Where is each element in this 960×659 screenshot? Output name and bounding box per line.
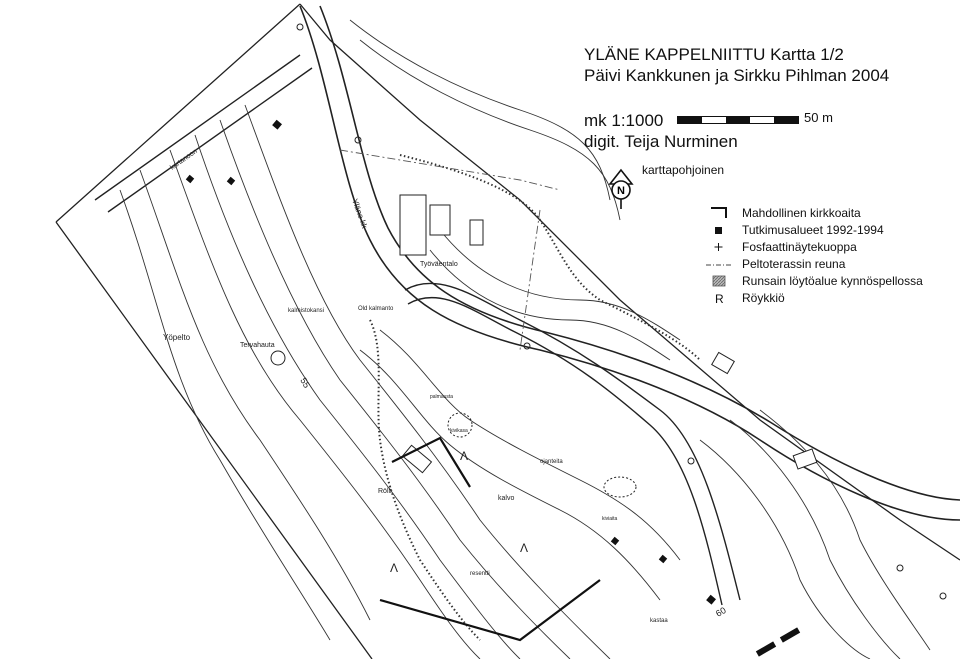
church-wall (391, 436, 471, 488)
label-roykkio: Rölli (378, 488, 392, 495)
label-ojanteita: ojanteita (540, 459, 563, 465)
label-r-2: Λ (520, 541, 528, 555)
svg-text:R: R (715, 292, 724, 305)
map-title: YLÄNE KAPPELNIITTU Kartta 1/2 Päivi Kank… (584, 44, 889, 86)
lower-road-a (404, 282, 741, 601)
label-contour-55: 55 (298, 376, 312, 390)
bracket-corner-icon (706, 206, 732, 220)
scale-length: 50 m (804, 110, 833, 125)
legend-row: Fosfaattinäytekuoppa (706, 238, 923, 255)
hatched-box-icon (706, 274, 732, 288)
scale-seg-1 (678, 117, 702, 123)
title-line-2: Päivi Kankkunen ja Sirkku Pihlman 2004 (584, 66, 890, 85)
main-road-outer (299, 5, 960, 521)
scale-bar (677, 116, 799, 124)
legend-label: Röykkiö (742, 290, 785, 305)
label-kivikasa: kivikasa (450, 428, 468, 434)
legend-row: Runsain löytöalue kynnöspellossa (706, 272, 923, 289)
legend-row: Tutkimusalueet 1992-1994 (706, 221, 923, 238)
terrace-dashdot-2 (339, 149, 561, 191)
black-square-icon (706, 223, 732, 237)
scale-ratio: mk 1:1000 (584, 111, 664, 130)
label-r-1: Λ (460, 449, 468, 463)
scale-seg-3 (726, 117, 750, 123)
label-kalmistokansi: kalmistokansi (288, 308, 324, 314)
label-kiviaita: kiviaita (602, 516, 618, 522)
legend-label: Mahdollinen kirkkoaita (742, 205, 861, 220)
scale-seg-5 (774, 117, 798, 123)
markers-circles (270, 23, 947, 600)
scale-seg-4 (750, 117, 774, 123)
map-border-line (55, 3, 960, 659)
label-old-kalmisto: Old kalmanto (358, 306, 394, 312)
dash-dot-line-icon (706, 257, 732, 271)
road-kartanoon-a (94, 54, 301, 201)
legend: Mahdollinen kirkkoaita Tutkimusalueet 19… (706, 204, 923, 306)
label-contour-60: 60 (714, 605, 728, 619)
label-palmaus: palmausta (430, 394, 453, 400)
north-label: karttapohjoinen (642, 163, 725, 177)
church-wall-2 (379, 579, 601, 642)
north-symbol: N (617, 185, 625, 197)
road-kartanoon-b (107, 67, 313, 213)
label-tyovaentalo: Työväentalo (420, 261, 458, 268)
map-frame (56, 4, 960, 659)
north-arrow-icon: N (608, 168, 634, 209)
terrace-edge-dotted-2 (369, 319, 481, 641)
scale-block: mk 1:1000 digit. Teija Nurminen (584, 110, 738, 152)
legend-label: Peltoterassin reuna (742, 256, 846, 271)
study-areas (185, 119, 801, 657)
label-r-3: Λ (390, 561, 398, 575)
legend-label: Runsain löytöalue kynnöspellossa (742, 273, 923, 288)
label-ylane-kk: Yläne kk (350, 198, 369, 231)
legend-row: R Röykkiö (706, 289, 923, 306)
legend-row: Peltoterassin reuna (706, 255, 923, 272)
legend-label: Tutkimusalueet 1992-1994 (742, 222, 884, 237)
label-kalvo: kalvo (498, 495, 514, 502)
lower-road-b (407, 296, 723, 606)
scale-seg-2 (702, 117, 726, 123)
legend-row: Mahdollinen kirkkoaita (706, 204, 923, 221)
label-resentti: resentti (470, 571, 490, 577)
contour-lines (119, 19, 931, 659)
label-tervahauta: Tervahauta (240, 342, 275, 349)
buildings (399, 194, 818, 474)
terrace-dashdot (519, 209, 541, 351)
title-line-1: YLÄNE KAPPELNIITTU Kartta 1/2 (584, 45, 844, 64)
scale-digitizer: digit. Teija Nurminen (584, 132, 738, 151)
letter-r-icon: R (706, 291, 732, 306)
label-kastaa: kastaa (650, 618, 668, 624)
terrace-edge-dotted (399, 154, 701, 361)
main-road-inner (319, 5, 960, 501)
legend-label: Fosfaattinäytekuoppa (742, 239, 857, 254)
plus-icon (706, 240, 732, 254)
label-yopelto: Yöpelto (163, 333, 191, 342)
